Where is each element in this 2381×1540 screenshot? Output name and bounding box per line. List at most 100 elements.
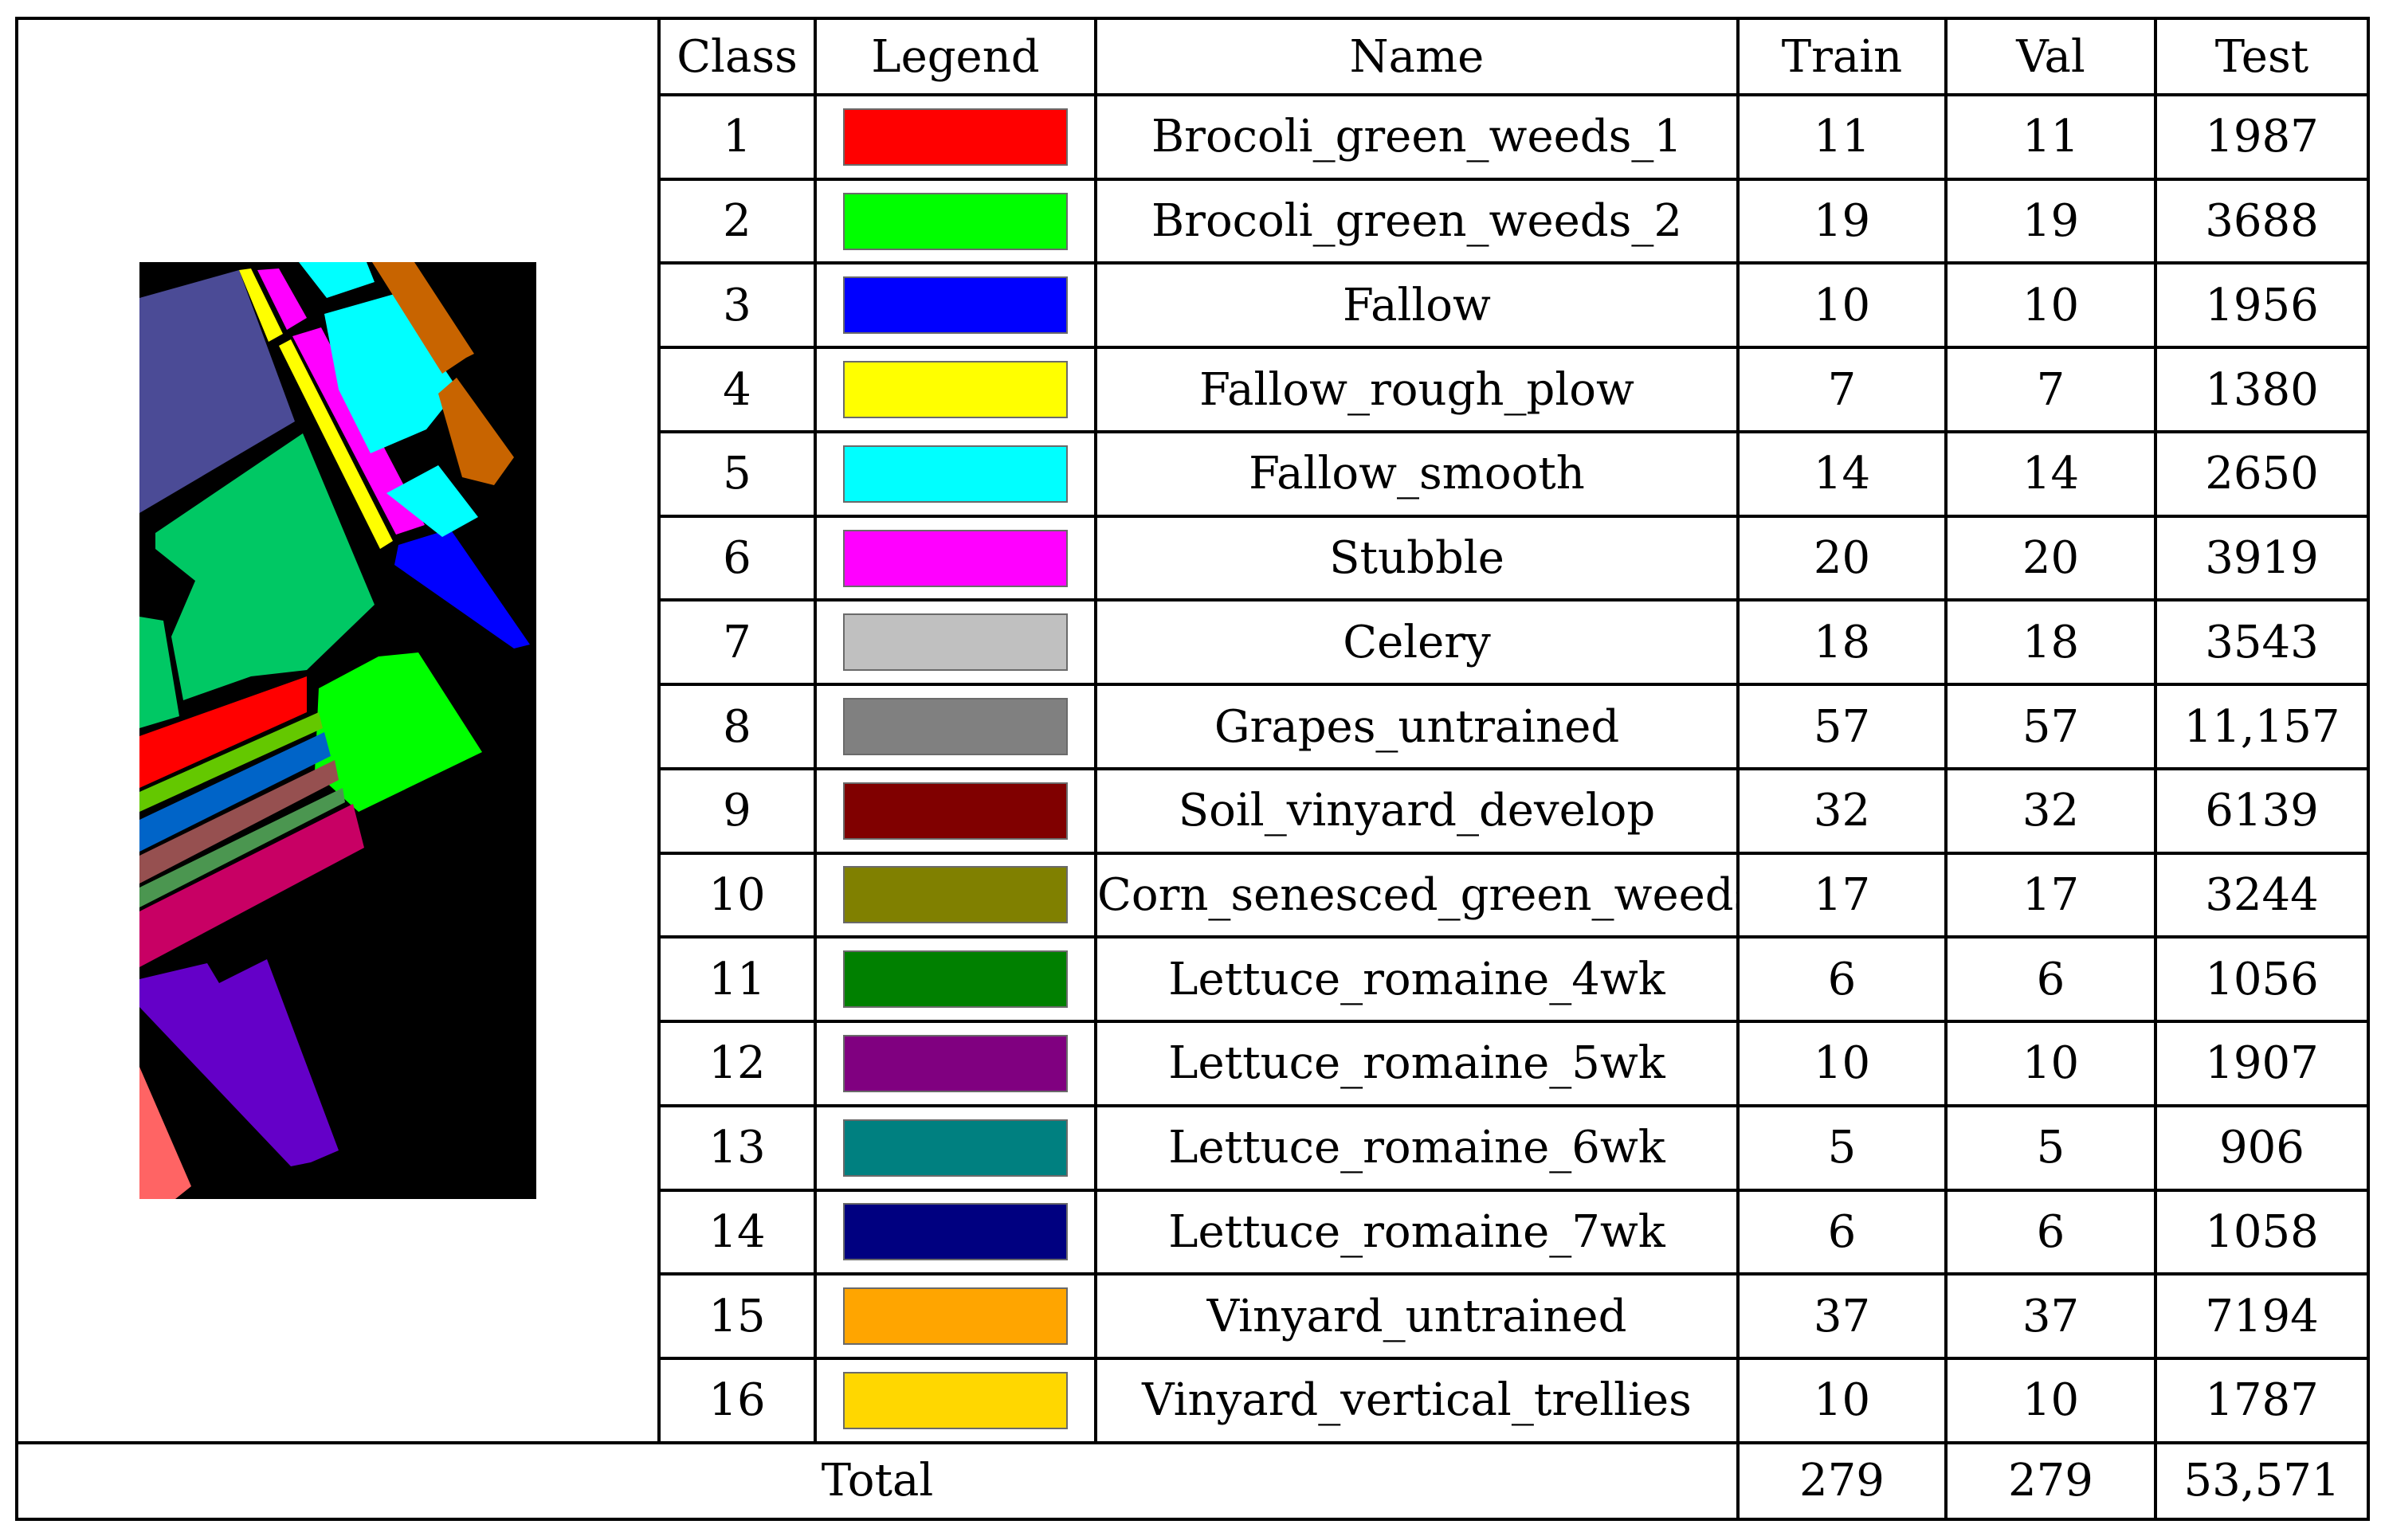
class-name: Vinyard_untrained xyxy=(1094,1272,1740,1361)
legend-swatch xyxy=(843,108,1068,166)
val-count: 57 xyxy=(1944,683,2157,770)
ground-truth-map-cell xyxy=(15,17,661,1444)
strip-yellow-lower xyxy=(279,339,393,549)
header-val: Val xyxy=(1944,17,2157,96)
legend-cell xyxy=(814,683,1097,770)
legend-cell xyxy=(814,1103,1097,1192)
train-count: 19 xyxy=(1736,177,1948,265)
strip-yellow-upper xyxy=(239,268,283,342)
class-number: 4 xyxy=(657,346,817,433)
test-count: 6139 xyxy=(2154,766,2370,855)
field-mint xyxy=(155,433,375,700)
class-name: Vinyard_vertical_trellies xyxy=(1094,1357,1740,1444)
field-brown-upper xyxy=(372,261,474,374)
header-row: Class Legend Name Train Val Test xyxy=(15,17,2370,1444)
total-val: 279 xyxy=(1944,1440,2157,1522)
class-name: Fallow_smooth xyxy=(1094,429,1740,518)
test-count: 11,157 xyxy=(2154,683,2370,770)
val-count: 5 xyxy=(1944,1103,2157,1192)
header-class: Class xyxy=(657,17,817,96)
class-name: Grapes_untrained xyxy=(1094,683,1740,770)
strip-yellowgreen xyxy=(139,711,323,812)
val-count: 6 xyxy=(1944,935,2157,1024)
train-count: 6 xyxy=(1736,935,1948,1024)
test-count: 3688 xyxy=(2154,177,2370,265)
class-number: 12 xyxy=(657,1020,817,1107)
test-count: 3919 xyxy=(2154,514,2370,602)
val-count: 37 xyxy=(1944,1272,2157,1361)
class-name: Lettuce_romaine_7wk xyxy=(1094,1188,1740,1276)
class-name: Corn_senesced_green_weeds xyxy=(1094,851,1740,939)
field-lime xyxy=(315,652,482,812)
test-count: 7194 xyxy=(2154,1272,2370,1361)
train-count: 11 xyxy=(1736,93,1948,181)
legend-cell xyxy=(814,1357,1097,1444)
train-count: 17 xyxy=(1736,851,1948,939)
test-count: 1787 xyxy=(2154,1357,2370,1444)
strip-sage xyxy=(139,787,345,907)
train-count: 7 xyxy=(1736,346,1948,433)
legend-cell xyxy=(814,1020,1097,1107)
header-name: Name xyxy=(1094,17,1740,96)
test-count: 3543 xyxy=(2154,598,2370,687)
legend-cell xyxy=(814,1272,1097,1361)
train-count: 57 xyxy=(1736,683,1948,770)
class-number: 10 xyxy=(657,851,817,939)
val-count: 14 xyxy=(1944,429,2157,518)
strip-red xyxy=(139,676,307,788)
legend-swatch xyxy=(843,1371,1068,1429)
val-count: 7 xyxy=(1944,346,2157,433)
class-name: Fallow xyxy=(1094,261,1740,350)
strip-crimson xyxy=(139,803,364,967)
legend-cell xyxy=(814,851,1097,939)
legend-cell xyxy=(814,93,1097,181)
legend-swatch xyxy=(843,1203,1068,1261)
val-count: 10 xyxy=(1944,1020,2157,1107)
field-salmon xyxy=(139,1066,191,1199)
class-number: 2 xyxy=(657,177,817,265)
legend-cell xyxy=(814,1188,1097,1276)
field-slate xyxy=(139,269,295,513)
legend-swatch xyxy=(843,276,1068,335)
class-number: 1 xyxy=(657,93,817,181)
val-count: 32 xyxy=(1944,766,2157,855)
legend-cell xyxy=(814,766,1097,855)
legend-swatch xyxy=(843,361,1068,419)
test-count: 1056 xyxy=(2154,935,2370,1024)
test-count: 906 xyxy=(2154,1103,2370,1192)
val-count: 20 xyxy=(1944,514,2157,602)
legend-cell xyxy=(814,177,1097,265)
train-count: 20 xyxy=(1736,514,1948,602)
legend-cell xyxy=(814,935,1097,1024)
header-legend: Legend xyxy=(814,17,1097,96)
ground-truth-map xyxy=(139,261,536,1199)
legend-swatch xyxy=(843,445,1068,503)
train-count: 14 xyxy=(1736,429,1948,518)
val-count: 6 xyxy=(1944,1188,2157,1276)
class-number: 5 xyxy=(657,429,817,518)
legend-cell xyxy=(814,346,1097,433)
strip-magenta-upper xyxy=(257,268,307,330)
val-count: 11 xyxy=(1944,93,2157,181)
field-cyan-lower xyxy=(386,464,478,537)
field-cyan-upper xyxy=(299,261,375,298)
test-count: 1380 xyxy=(2154,346,2370,433)
train-count: 10 xyxy=(1736,261,1948,350)
class-name: Soil_vinyard_develop xyxy=(1094,766,1740,855)
field-violet xyxy=(139,958,339,1166)
val-count: 18 xyxy=(1944,598,2157,687)
field-blue xyxy=(394,528,530,649)
legend-cell xyxy=(814,598,1097,687)
test-count: 3244 xyxy=(2154,851,2370,939)
